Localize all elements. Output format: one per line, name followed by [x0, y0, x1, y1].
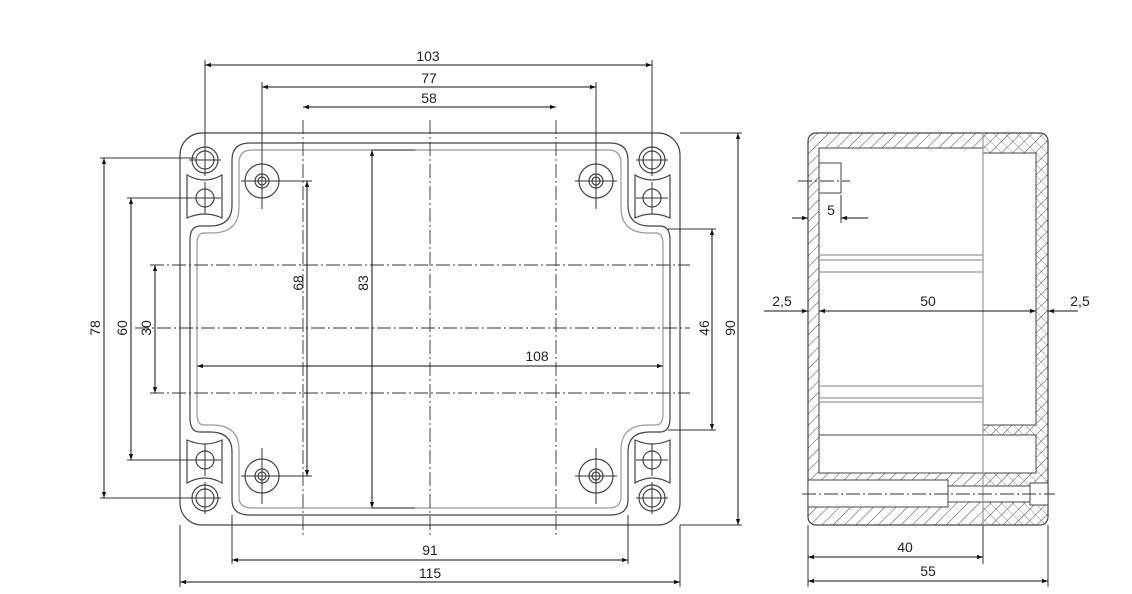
dim-68: 68 [290, 275, 306, 291]
screw-hole [636, 444, 668, 476]
bore [807, 479, 949, 508]
dim-108: 108 [525, 348, 549, 364]
bottom-channel [818, 434, 1037, 474]
dim-115: 115 [419, 565, 442, 581]
extension-lines [100, 60, 742, 587]
dim-103: 103 [416, 48, 440, 64]
right-cavity [982, 152, 1037, 426]
corner-web-tl [186, 173, 223, 219]
corner-web-br [634, 439, 671, 485]
screw-hole [636, 182, 668, 214]
dim-wall-left: 2,5 [772, 293, 792, 309]
side-dimension-lines [764, 215, 1078, 584]
dim-slot: 5 [827, 202, 835, 218]
dim-30: 30 [138, 320, 154, 336]
dim-77: 77 [421, 70, 437, 86]
dim-base-depth: 40 [897, 539, 913, 555]
dim-83: 83 [355, 275, 371, 291]
dim-inner-depth: 50 [920, 293, 936, 309]
dim-90: 90 [722, 320, 738, 336]
corner-web-bl [186, 439, 223, 485]
mounting-bosses [241, 153, 617, 504]
front-view: 103 77 58 78 60 30 68 83 108 46 90 91 11… [87, 48, 742, 587]
side-section-view: 2,5 50 2,5 5 40 55 [764, 132, 1090, 587]
dim-78: 78 [87, 320, 103, 336]
dimension-lines [101, 62, 741, 585]
gasket-outer-contour [189, 142, 671, 516]
screw-hole [636, 482, 668, 514]
gasket-inner-contour [196, 149, 664, 509]
slot [818, 162, 842, 194]
dim-91: 91 [422, 542, 438, 558]
dim-total-depth: 55 [920, 563, 936, 579]
dim-60: 60 [114, 320, 130, 336]
dim-wall-right: 2,5 [1070, 293, 1090, 309]
inner-ribs [819, 254, 983, 403]
dim-46: 46 [696, 320, 712, 336]
corner-web-tr [634, 173, 671, 219]
dim-58: 58 [421, 90, 437, 106]
mounting-boss [575, 448, 617, 504]
